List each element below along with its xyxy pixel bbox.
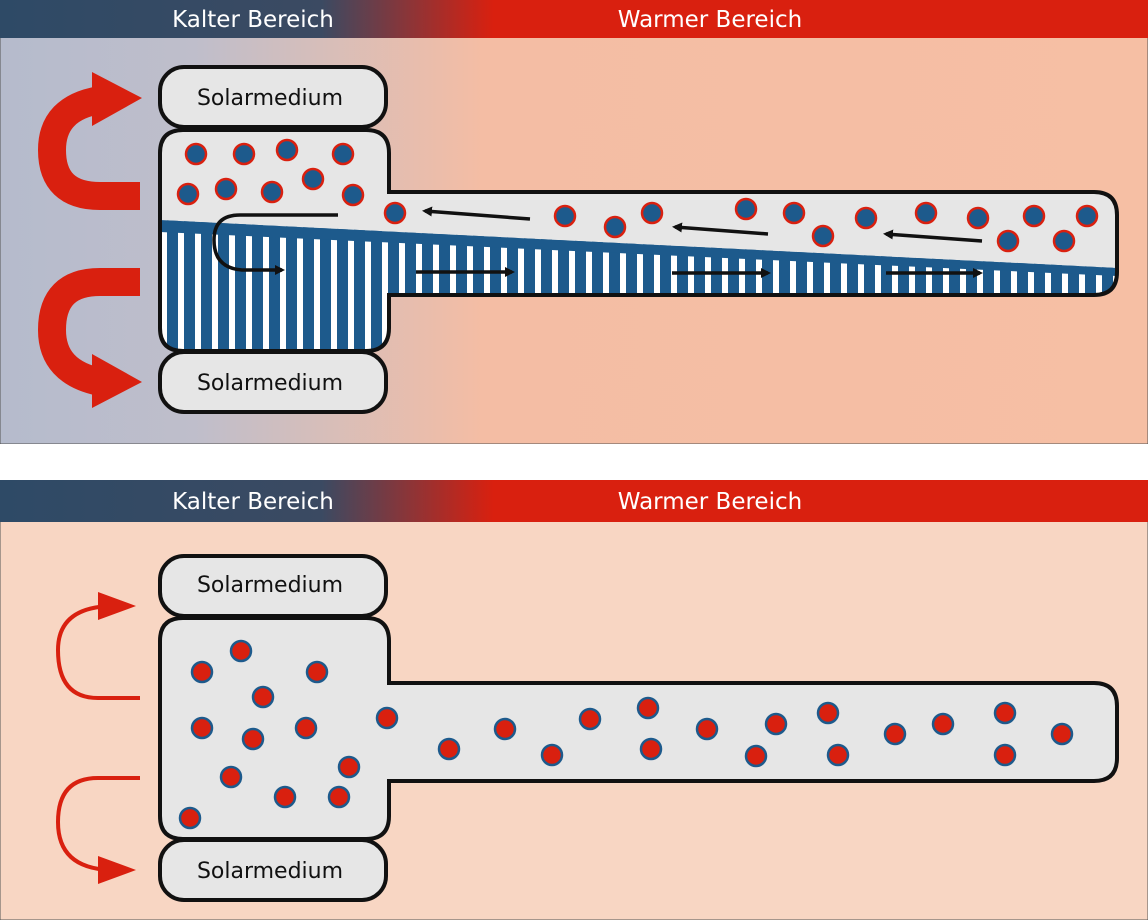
top-header-cold-label: Kalter Bereich	[172, 7, 334, 33]
bottom-header-bar	[0, 480, 1148, 522]
top-reservoir-bottom: Solarmedium	[158, 350, 388, 414]
top-vapor-molecules	[176, 138, 1099, 253]
bottom-reservoir-top-label: Solarmedium	[197, 573, 343, 598]
bottom-reservoir-bottom-label: Solarmedium	[197, 859, 343, 884]
bottom-return-arrow-upper	[55, 592, 140, 700]
bottom-return-arrow-lower	[55, 776, 140, 884]
top-vapor-flow-arrows	[422, 206, 983, 243]
bottom-vapor-molecules	[178, 639, 1074, 830]
bottom-header-cold-label: Kalter Bereich	[172, 489, 334, 515]
bottom-reservoir-top: Solarmedium	[158, 554, 388, 618]
top-return-arrow-upper	[37, 72, 142, 210]
bottom-reservoir-bottom: Solarmedium	[158, 838, 388, 902]
top-header-bar	[0, 0, 1148, 38]
top-diagram-panel: Kalter Bereich Warmer Bereich Solarmediu…	[0, 0, 1148, 444]
bottom-heat-pipe-vessel	[158, 616, 1119, 841]
bottom-diagram-panel: Kalter Bereich Warmer Bereich Solarmediu…	[0, 480, 1148, 920]
top-header-warm-label: Warmer Bereich	[618, 7, 802, 33]
bottom-header-warm-label: Warmer Bereich	[618, 489, 802, 515]
top-reservoir-top: Solarmedium	[158, 65, 388, 129]
top-reservoir-bottom-label: Solarmedium	[197, 371, 343, 396]
top-return-arrow-lower	[37, 268, 142, 408]
top-liquid-flow-arrows	[212, 213, 983, 278]
top-reservoir-top-label: Solarmedium	[197, 86, 343, 111]
